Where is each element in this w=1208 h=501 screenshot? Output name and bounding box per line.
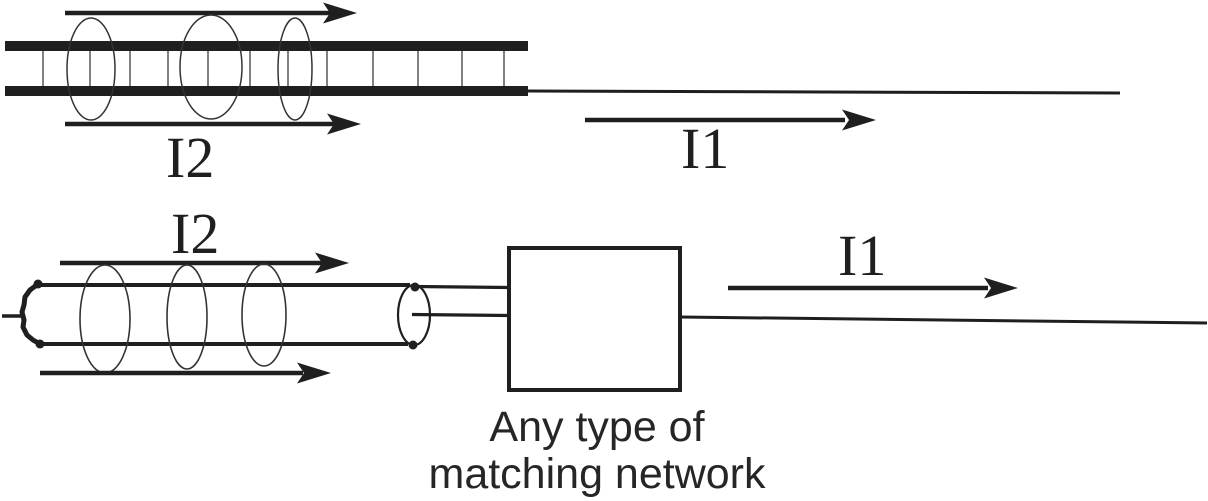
bottom-figure-i2-lower-arrow bbox=[40, 362, 331, 384]
top-figure-i1-arrow bbox=[585, 109, 876, 131]
bottom-flux-loops bbox=[79, 263, 287, 374]
bottom-figure-i2-upper-arrow bbox=[60, 252, 349, 274]
bottom-i2-label: I2 bbox=[171, 201, 220, 266]
top-figure-i2-upper-arrow bbox=[65, 2, 357, 24]
bottom-figure-i1-arrow bbox=[728, 277, 1018, 299]
connection-dots bbox=[33, 279, 420, 350]
top-i2-label: I2 bbox=[166, 125, 215, 190]
wire-to-network-mid bbox=[411, 312, 510, 318]
matching-network-box bbox=[507, 246, 682, 392]
top-figure-i2-lower-arrow bbox=[65, 113, 361, 135]
sleeve-cylinder bbox=[2, 263, 432, 374]
two-wire-line bbox=[5, 14, 528, 121]
sleeve-left-cap bbox=[19, 281, 43, 347]
caption-line-2: matching network bbox=[428, 450, 766, 498]
bottom-i1-label: I1 bbox=[838, 223, 887, 288]
wire-to-network-top bbox=[414, 284, 510, 290]
top-figure bbox=[5, 2, 1121, 135]
caption-line-1: Any type of bbox=[489, 403, 705, 451]
top-flux-loops bbox=[66, 14, 313, 121]
top-i1-label: I1 bbox=[681, 116, 730, 181]
matching-network-caption: Any type of matching network bbox=[429, 404, 766, 498]
top-antenna-wire bbox=[527, 89, 1121, 95]
bottom-antenna-wire bbox=[679, 315, 1208, 325]
ladder-rungs bbox=[42, 51, 505, 86]
bottom-figure bbox=[2, 246, 1208, 392]
